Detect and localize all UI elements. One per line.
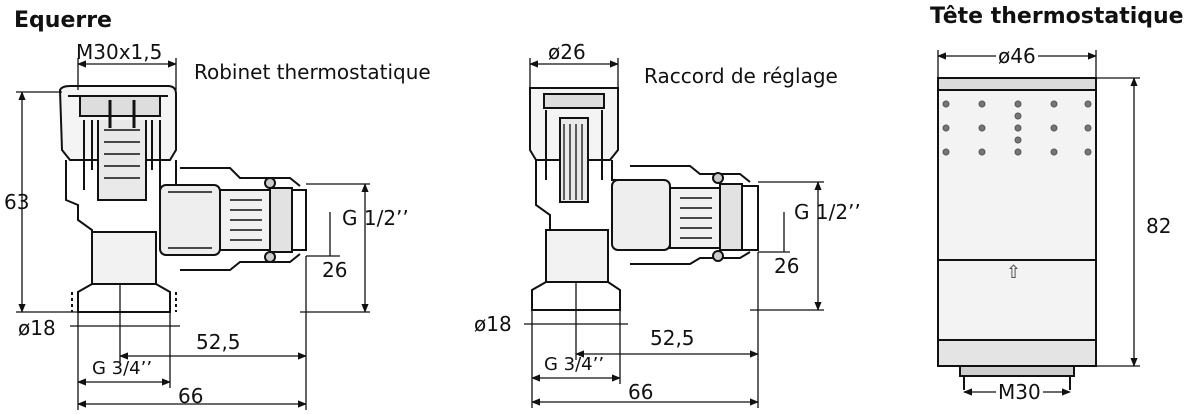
head-diameter: ø46 [996,44,1038,68]
left-inlet-thread: G 3/4’’ [92,358,153,379]
left-outlet-height: 26 [322,258,348,282]
left-diameter: ø18 [18,316,56,340]
head-thread: M30 [996,380,1043,404]
middle-top-diameter: ø26 [548,40,586,64]
left-outlet-thread: G 1/2’’ [342,206,409,230]
middle-inlet-thread: G 3/4’’ [544,354,605,375]
middle-caption: Raccord de réglage [644,64,838,88]
head-height: 82 [1146,214,1172,238]
middle-length-center: 52,5 [650,326,695,350]
left-caption: Robinet thermostatique [194,60,431,84]
left-title: Equerre [14,8,112,33]
left-top-thread: M30x1,5 [76,40,163,64]
head-drawing [937,77,1097,390]
middle-outlet-thread: G 1/2’’ [794,200,861,224]
left-length-center: 52,5 [196,330,241,354]
left-height: 63 [4,190,30,214]
middle-valve-dimensions [524,58,824,408]
middle-valve-drawing [529,87,759,311]
left-valve-dimensions [16,58,370,410]
left-valve-drawing [58,85,307,313]
middle-total-length: 66 [628,380,654,404]
middle-outlet-height: 26 [774,254,800,278]
middle-diameter: ø18 [474,312,512,336]
right-title: Tête thermostatique [930,4,1184,29]
arrow-up-icon: ⇧ [1006,262,1022,283]
left-total-length: 66 [178,384,204,408]
